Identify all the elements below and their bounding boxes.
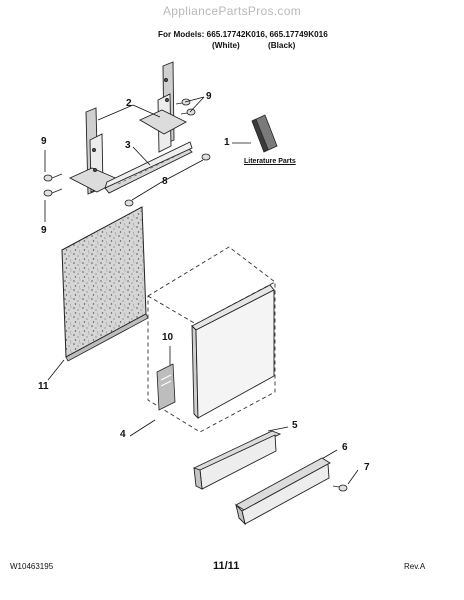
callout-9-right: 9 — [206, 91, 212, 102]
info-label — [156, 363, 176, 411]
callout-9-upper-left: 9 — [41, 136, 47, 147]
page-number: 11/11 — [213, 560, 240, 572]
front-door-panel — [191, 284, 275, 420]
literature-book — [251, 114, 278, 153]
mounting-rail — [104, 141, 193, 194]
right-mounting-bracket — [139, 61, 187, 153]
screws — [43, 98, 348, 492]
toe-kick-lower — [235, 457, 331, 526]
callout-6: 6 — [342, 442, 348, 453]
color-white-label: (White) — [212, 41, 240, 50]
callout-7: 7 — [364, 462, 370, 473]
callout-10: 10 — [162, 332, 174, 343]
callout-5: 5 — [292, 420, 298, 431]
callout-3: 3 — [125, 140, 131, 151]
callout-11: 11 — [38, 381, 49, 392]
doc-number: W10463195 — [10, 562, 54, 571]
leader-lines — [44, 96, 359, 485]
callout-8: 8 — [162, 176, 168, 187]
callout-9-lower-left: 9 — [41, 225, 47, 236]
callout-2: 2 — [126, 98, 132, 109]
revision: Rev.A — [404, 562, 426, 571]
insulation-panel — [61, 206, 149, 362]
watermark: AppliancePartsPros.com — [163, 4, 301, 18]
models-line: For Models: 665.17742K016, 665.17749K016 — [158, 30, 328, 39]
callout-1: 1 — [224, 137, 230, 148]
callout-4: 4 — [120, 429, 126, 440]
color-black-label: (Black) — [268, 41, 296, 50]
toe-kick-upper — [192, 430, 282, 490]
literature-parts-label: Literature Parts — [244, 158, 296, 165]
